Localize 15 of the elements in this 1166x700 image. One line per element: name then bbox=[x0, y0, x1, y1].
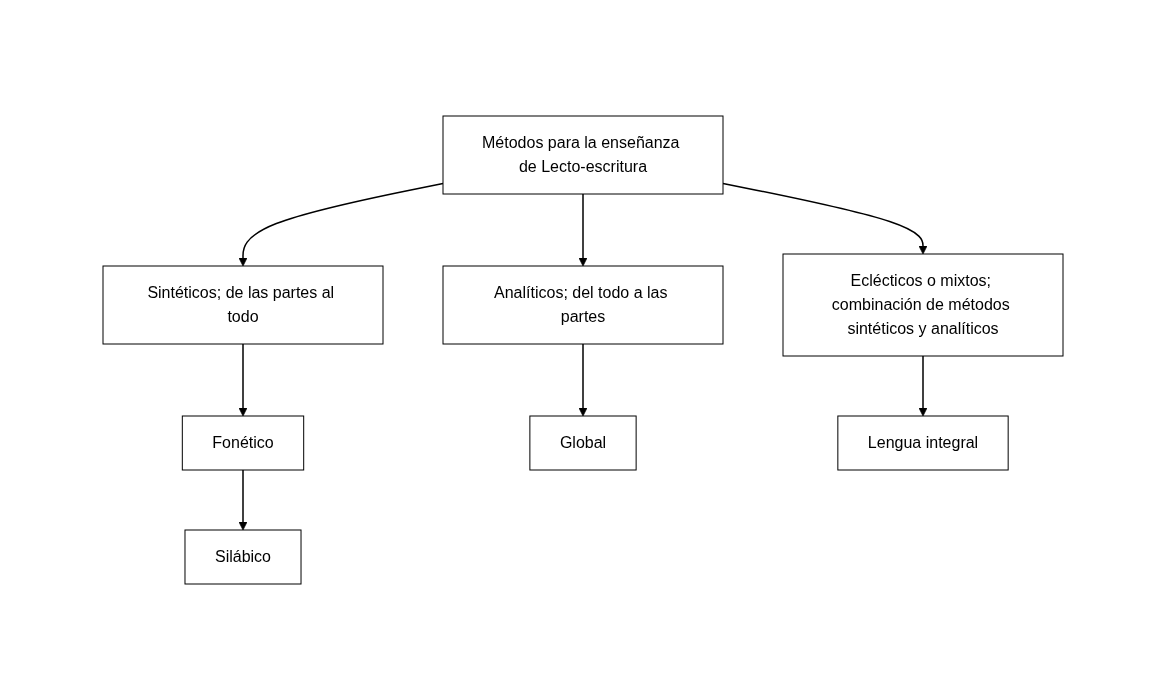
node-box: Global bbox=[529, 415, 637, 471]
node-box: Métodos para la enseñanza de Lecto-escritura bbox=[442, 115, 724, 195]
arrow bbox=[578, 193, 588, 267]
arrow bbox=[918, 355, 928, 417]
node-box: Sintéticos; de las partes al todo bbox=[102, 265, 384, 345]
node-box: Eclécticos o mixtos; combinación de métodos sintéticos y analíticos bbox=[782, 253, 1064, 357]
arrow bbox=[238, 343, 248, 417]
node-box: Fonético bbox=[181, 415, 305, 471]
node-box: Analíticos; del todo a las partes bbox=[442, 265, 724, 345]
arrow bbox=[238, 182, 444, 267]
arrow bbox=[722, 182, 928, 255]
arrow bbox=[238, 469, 248, 531]
node-box: Silábico bbox=[184, 529, 302, 585]
node-box: Lengua integral bbox=[837, 415, 1009, 471]
arrow bbox=[578, 343, 588, 417]
